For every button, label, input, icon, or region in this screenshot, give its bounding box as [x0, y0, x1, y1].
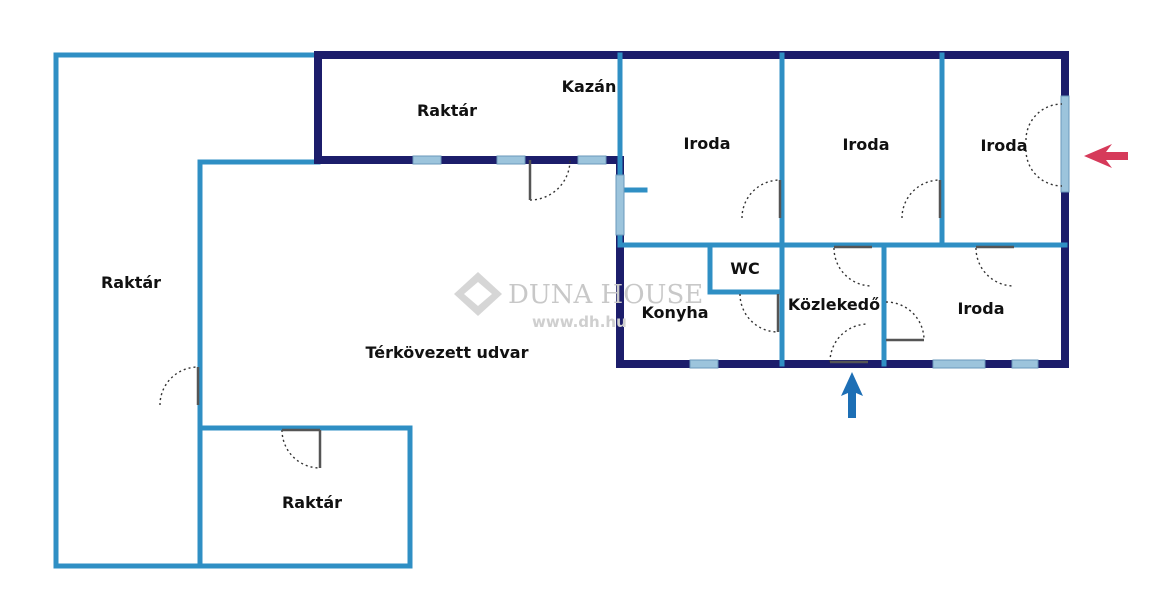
label-iroda-2: Iroda: [842, 135, 889, 154]
interior-walls: [617, 52, 1068, 367]
label-raktar-top: Raktár: [417, 101, 477, 120]
window: [412, 155, 442, 165]
label-iroda-3: Iroda: [980, 136, 1027, 155]
label-iroda-1: Iroda: [683, 134, 730, 153]
label-udvar: Térkövezett udvar: [365, 343, 528, 362]
outer-light-walls: [53, 52, 413, 569]
window: [496, 155, 526, 165]
label-kazan: Kazán: [562, 77, 617, 96]
label-kozlekedo: Közlekedő: [788, 295, 880, 314]
watermark-brand: DUNA HOUSE: [508, 280, 703, 310]
room-labels: Raktár Kazán Iroda Iroda Iroda Raktár WC…: [101, 77, 1028, 512]
doors: [159, 103, 1063, 469]
arrow-left-icon: [1084, 144, 1128, 168]
watermark: DUNA HOUSE www.dh.hu: [454, 272, 703, 331]
label-konyha: Konyha: [641, 303, 708, 322]
label-raktar-left: Raktár: [101, 273, 161, 292]
window: [1060, 95, 1070, 193]
watermark-url: www.dh.hu: [532, 313, 627, 331]
label-raktar-bottom: Raktár: [282, 493, 342, 512]
arrow-up-icon: [841, 372, 863, 418]
label-wc: WC: [730, 259, 759, 278]
window: [1011, 359, 1039, 369]
label-iroda-4: Iroda: [957, 299, 1004, 318]
window: [577, 155, 607, 165]
window: [615, 174, 625, 236]
window: [689, 359, 719, 369]
windows: [412, 95, 1070, 369]
duna-house-diamond-icon: [454, 272, 502, 316]
window: [932, 359, 986, 369]
building-dark-walls: [314, 51, 1069, 368]
